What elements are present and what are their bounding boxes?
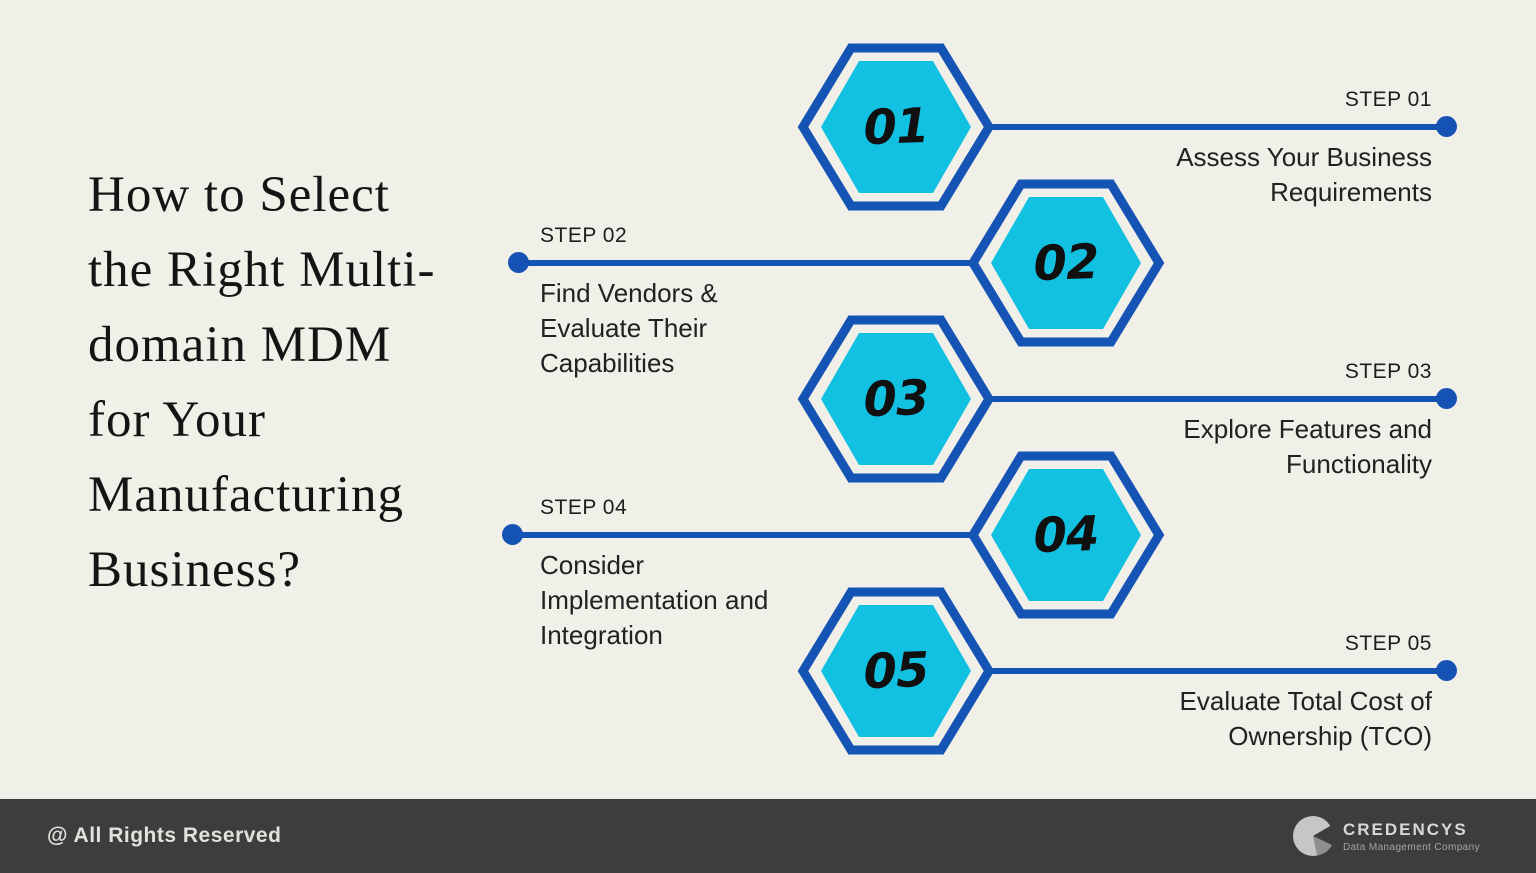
hexagon-step-03: 03 [797, 313, 995, 485]
connector-line-step-02 [508, 252, 973, 273]
logo-texts: CREDENCYS Data Management Company [1343, 820, 1480, 853]
connector-dot-step-03 [1436, 388, 1457, 409]
hexagon-icon [967, 451, 1165, 619]
connector-dot-step-01 [1436, 116, 1457, 137]
hexagon-icon [797, 587, 995, 755]
step-label-02: STEP 02 [540, 224, 628, 247]
connector-dot-step-05 [1436, 660, 1457, 681]
step-description-03: Explore Features and Functionality [1183, 414, 1432, 479]
connector-line-step-05 [988, 660, 1457, 681]
hexagon-step-01: 01 [797, 41, 995, 213]
title-line: for Your [88, 392, 267, 448]
step-description-01: Assess Your Business Requirements [1176, 142, 1432, 207]
logo-name: CREDENCYS [1342, 819, 1468, 839]
title-line: Manufacturing [88, 467, 405, 523]
connector-line-step-03 [988, 388, 1457, 409]
hexagon-icon [797, 43, 995, 211]
hexagon-icon [967, 179, 1165, 347]
step-description-04: Consider Implementation and Integration [540, 550, 769, 650]
hexagon-icon [797, 315, 995, 483]
title-line: How to Select [88, 167, 390, 223]
connector-line-step-04 [502, 524, 972, 545]
step-label-05: STEP 05 [1344, 632, 1432, 655]
title-line: domain MDM [88, 317, 392, 373]
hexagon-step-05: 05 [797, 585, 995, 757]
credencys-logo: CREDENCYS Data Management Company [1292, 815, 1480, 857]
connector-dot-step-02 [508, 252, 529, 273]
step-label-04: STEP 04 [540, 496, 628, 519]
credencys-logo-mark-icon [1292, 816, 1334, 856]
footer: @ All Rights Reserved CREDENCYS Data Man… [0, 799, 1536, 873]
title-line: the Right Multi- [88, 242, 436, 298]
hexagon-step-02: 02 [967, 177, 1165, 349]
step-description-05: Evaluate Total Cost of Ownership (TCO) [1179, 686, 1432, 751]
copyright-text: @ All Rights Reserved [47, 824, 282, 847]
connector-line-step-01 [988, 116, 1457, 137]
step-label-03: STEP 03 [1344, 360, 1432, 383]
step-number: 05 [862, 641, 930, 701]
step-description-02: Find Vendors & Evaluate Their Capabiliti… [540, 278, 718, 378]
page-title: How to Select the Right Multi- domain MD… [88, 158, 500, 608]
hexagon-step-04: 04 [967, 449, 1165, 621]
title-line: Business? [88, 542, 301, 598]
connector-dot-step-04 [502, 524, 523, 545]
step-label-01: STEP 01 [1344, 88, 1432, 111]
logo-tagline: Data Management Company [1342, 841, 1480, 853]
